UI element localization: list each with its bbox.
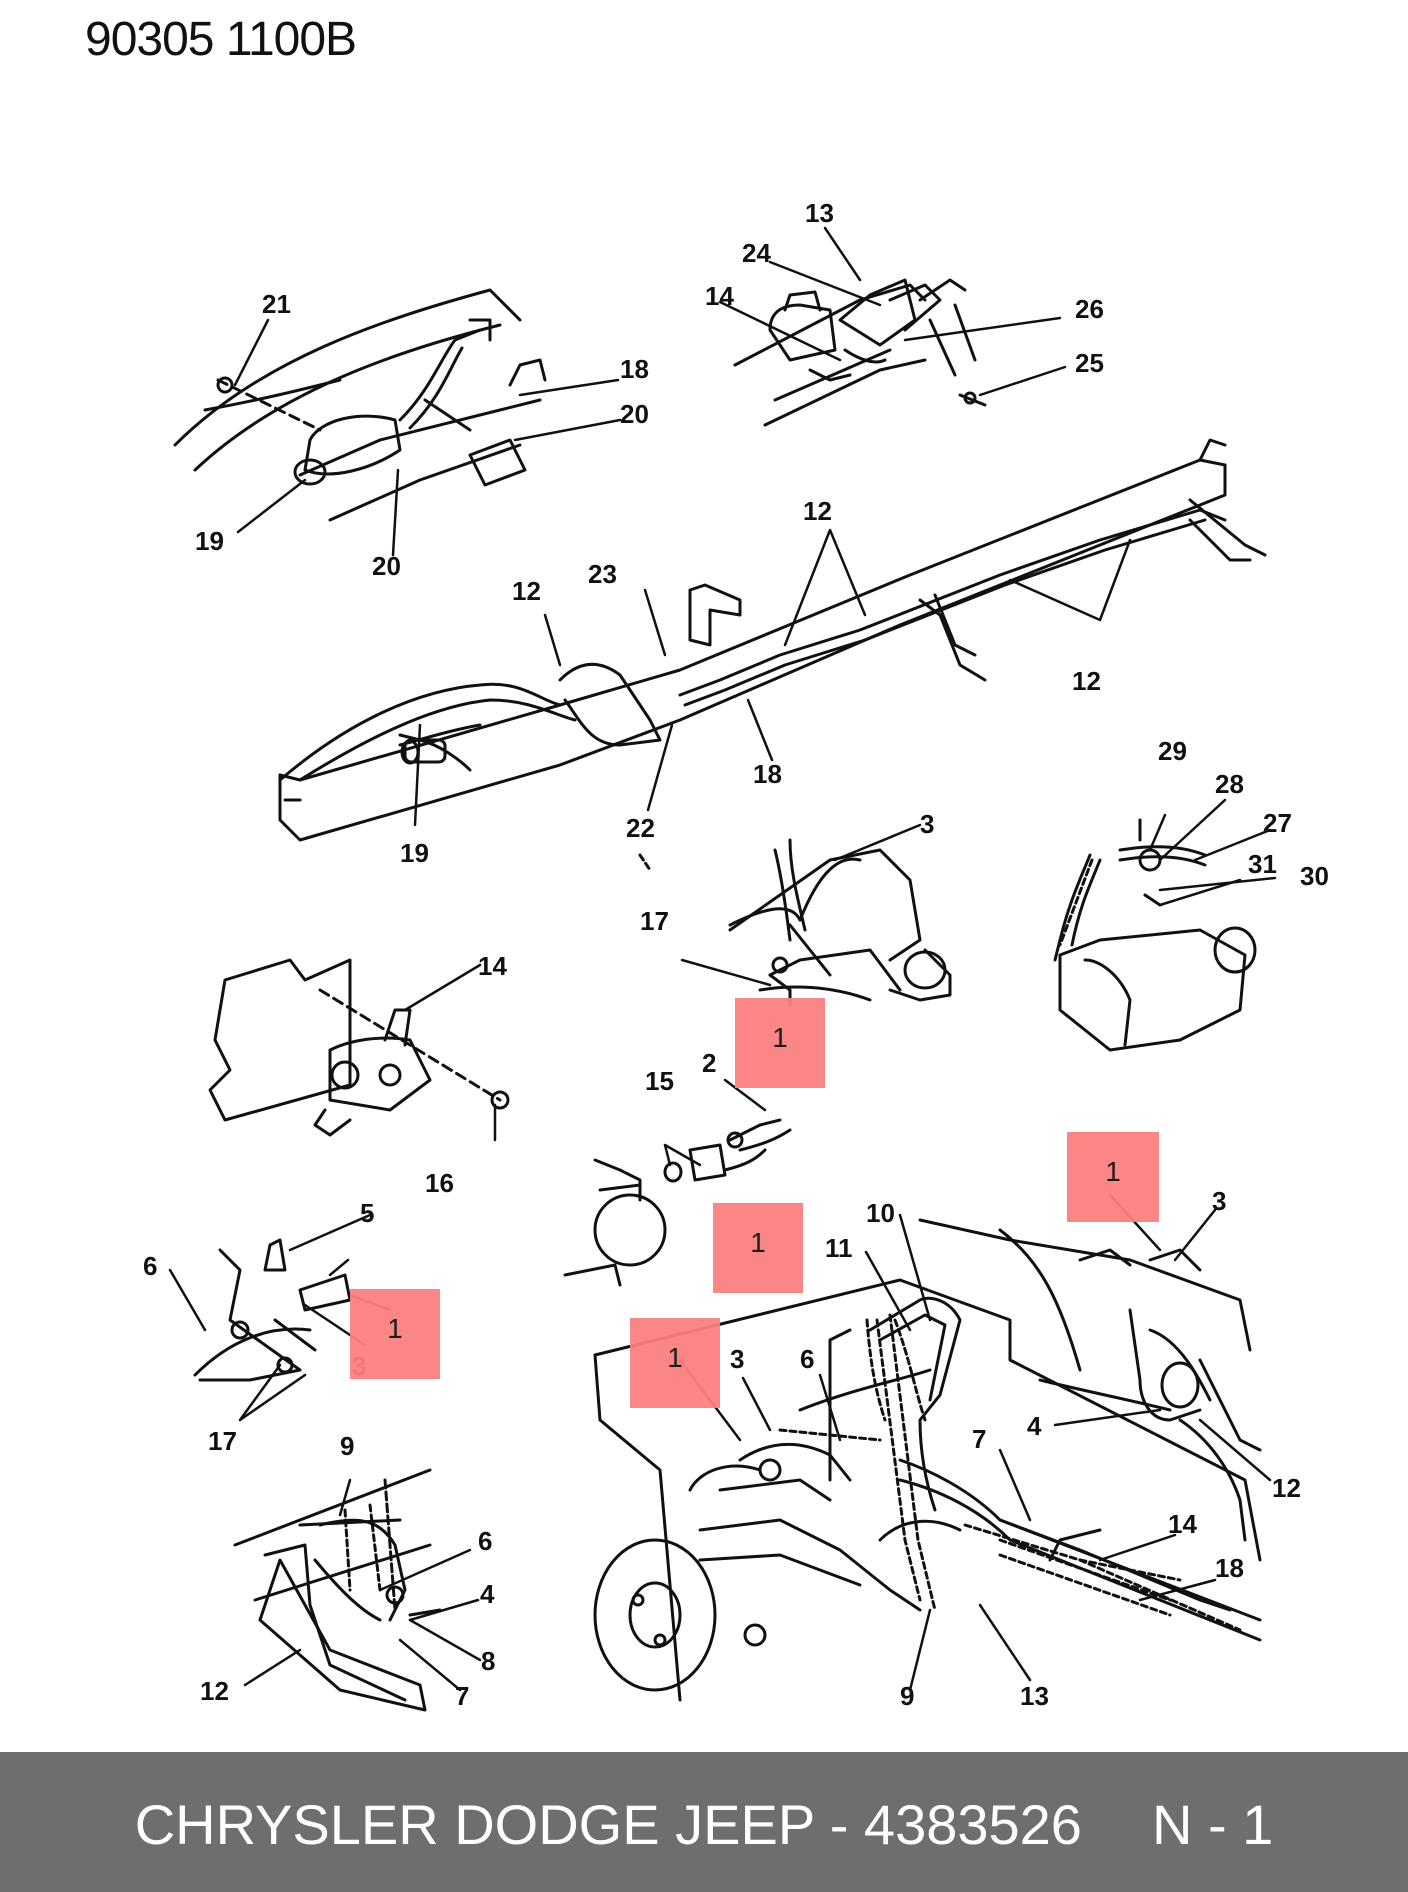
caliper-hose-view <box>563 1118 792 1287</box>
label-30: 30 <box>1300 861 1329 891</box>
label-19-frame: 19 <box>400 838 429 868</box>
label-3-arm: 3 <box>920 809 934 839</box>
front-suspension-view <box>593 1218 1262 1702</box>
label-17-caliper: 17 <box>208 1426 237 1456</box>
main-frame-rail-view <box>278 438 1267 842</box>
callout-label: 1 <box>1105 1156 1121 1187</box>
label-14-top: 14 <box>705 281 734 311</box>
label-28: 28 <box>1215 769 1244 799</box>
label-26: 26 <box>1075 294 1104 324</box>
label-23: 23 <box>588 559 617 589</box>
label-12-top: 12 <box>803 496 832 526</box>
callout-part-1-front: 1 <box>630 1318 720 1408</box>
label-16: 16 <box>425 1168 454 1198</box>
label-29: 29 <box>1158 736 1187 766</box>
label-3-right: 3 <box>1212 1186 1226 1216</box>
label-25: 25 <box>1075 348 1104 378</box>
label-11: 11 <box>825 1233 853 1263</box>
label-13-top: 13 <box>805 198 834 228</box>
label-5: 5 <box>360 1198 374 1228</box>
label-22: 22 <box>626 813 655 843</box>
callout-part-1-hose: 1 <box>713 1203 803 1293</box>
callout-part-1-caliper: 1 <box>350 1289 440 1379</box>
label-31: 31 <box>1248 849 1277 879</box>
label-12-right: 12 <box>1072 666 1101 696</box>
brake-line-runs <box>343 853 1242 1632</box>
callout-part-1-right: 1 <box>1067 1132 1159 1222</box>
label-21: 21 <box>262 289 291 319</box>
leader-lines <box>168 226 1277 1692</box>
label-19-top: 19 <box>195 526 224 556</box>
bottom-left-bracket-view <box>233 1468 442 1712</box>
label-18-frame: 18 <box>753 759 782 789</box>
label-17-arm: 17 <box>640 906 669 936</box>
label-9-bottom: 9 <box>340 1431 354 1461</box>
callout-label: 1 <box>772 1022 788 1053</box>
label-4-bottom: 4 <box>480 1579 495 1609</box>
brake-line-diagram: 21 18 20 19 20 13 24 14 26 25 12 12 23 1… <box>143 198 1329 1712</box>
label-20-bottom: 20 <box>372 551 401 581</box>
label-6-front: 6 <box>800 1344 814 1374</box>
callout-label: 1 <box>667 1342 683 1373</box>
label-27: 27 <box>1263 808 1292 838</box>
rear-caliper-view <box>193 1238 352 1382</box>
label-7-bottom: 7 <box>455 1681 469 1711</box>
right-booster-view <box>1053 818 1257 1052</box>
label-4-front: 4 <box>1027 1411 1042 1441</box>
label-12-front: 12 <box>1272 1473 1301 1503</box>
diagram-code: 90305 1100B <box>85 13 357 66</box>
label-18-top: 18 <box>620 354 649 384</box>
footer-bar: CHRYSLER DODGE JEEP - 4383526 N - 1 <box>0 1752 1408 1892</box>
label-12-left: 12 <box>512 576 541 606</box>
part-labels: 21 18 20 19 20 13 24 14 26 25 12 12 23 1… <box>143 198 1329 1711</box>
label-15: 15 <box>645 1066 674 1096</box>
top-right-master-cylinder-view <box>733 278 987 427</box>
label-20-top: 20 <box>620 399 649 429</box>
label-14-bracket: 14 <box>478 951 507 981</box>
label-7-front: 7 <box>972 1424 986 1454</box>
label-3-front: 3 <box>730 1344 744 1374</box>
label-10: 10 <box>866 1198 895 1228</box>
footer-part-number: CHRYSLER DODGE JEEP - 4383526 <box>134 1793 1082 1856</box>
label-13-front: 13 <box>1020 1681 1049 1711</box>
footer-page-id: N - 1 <box>1151 1793 1274 1856</box>
label-12-bottom: 12 <box>200 1676 229 1706</box>
label-9-front: 9 <box>900 1681 914 1711</box>
callout-label: 1 <box>387 1313 403 1344</box>
callout-part-1-arm: 1 <box>735 998 825 1088</box>
label-6-caliper: 6 <box>143 1251 157 1281</box>
left-bracket-view <box>208 958 510 1137</box>
label-18-front: 18 <box>1215 1553 1244 1583</box>
label-2: 2 <box>702 1048 716 1078</box>
control-arm-view <box>728 838 952 1007</box>
top-left-valve-view <box>173 288 547 522</box>
label-8: 8 <box>481 1646 495 1676</box>
footer-text: CHRYSLER DODGE JEEP - 4383526 N - 1 <box>0 1792 1408 1857</box>
label-14-front: 14 <box>1168 1509 1197 1539</box>
label-24: 24 <box>742 238 771 268</box>
label-6-bottom: 6 <box>478 1526 492 1556</box>
callout-label: 1 <box>750 1227 766 1258</box>
